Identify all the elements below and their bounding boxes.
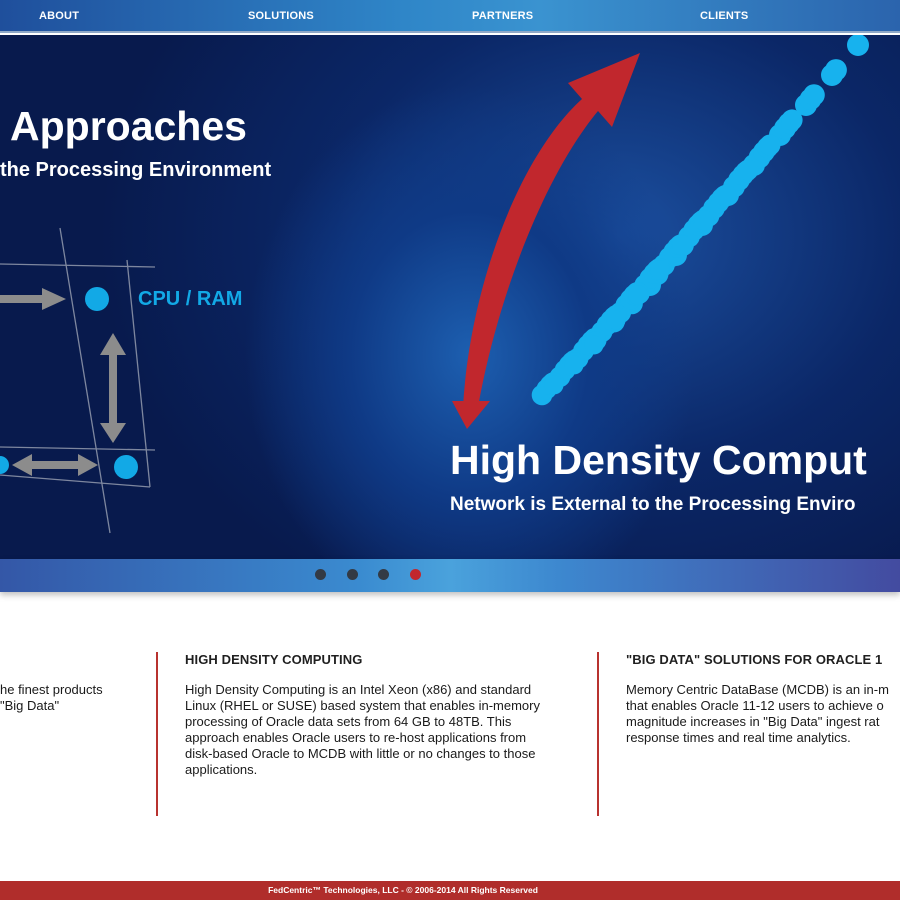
cpu-ram-label: CPU / RAM — [138, 288, 243, 310]
big-data-text: Memory Centric DataBase (MCDB) is an in-… — [626, 682, 889, 745]
top-navigation: ABOUT SOLUTIONS PARTNERS CLIENTS — [0, 0, 900, 33]
density-dot — [781, 109, 803, 131]
copyright-text: FedCentric™ Technologies, LLC - © 2006-2… — [268, 885, 538, 895]
slider-dot-1[interactable] — [315, 569, 326, 580]
high-density-text: High Density Computing is an Intel Xeon … — [185, 682, 540, 777]
density-dot — [606, 310, 626, 330]
density-dot — [737, 159, 759, 181]
high-density-heading: HIGH DENSITY COMPUTING — [185, 652, 363, 667]
density-dot-field — [531, 35, 869, 406]
big-data-heading: "BIG DATA" SOLUTIONS FOR ORACLE 1 — [626, 652, 883, 667]
column-divider — [156, 652, 158, 816]
density-dot — [650, 260, 670, 280]
hero-right-title: High Density Comput — [450, 437, 867, 483]
density-dot — [544, 375, 564, 395]
density-dot — [825, 59, 847, 81]
slider-dot-2[interactable] — [347, 569, 358, 580]
slider-dot-4-active[interactable] — [410, 569, 421, 580]
grid-lines — [0, 227, 156, 534]
density-dot — [715, 184, 737, 206]
density-dot — [847, 35, 869, 56]
density-dot — [693, 209, 715, 231]
hero-graphic — [0, 35, 869, 534]
density-dot — [628, 285, 648, 305]
nav-item-solutions[interactable]: SOLUTIONS — [248, 10, 314, 22]
density-dot — [759, 134, 781, 156]
density-dot — [803, 84, 825, 106]
hero-left-title: Approaches — [10, 103, 247, 149]
hero-left-subtitle: the Processing Environment — [0, 159, 272, 181]
footer: FedCentric™ Technologies, LLC - © 2006-2… — [0, 881, 900, 900]
nav-item-clients[interactable]: CLIENTS — [700, 10, 749, 22]
density-dot — [672, 235, 692, 255]
node-dot — [0, 456, 9, 474]
red-curved-arrow — [452, 53, 640, 429]
cpu-node-dot — [85, 287, 109, 311]
node-dot — [114, 455, 138, 479]
slider-dot-3[interactable] — [378, 569, 389, 580]
grid-arrows — [0, 288, 126, 476]
density-dot — [584, 335, 604, 355]
hero-slide: Approaches the Processing Environment CP… — [0, 35, 900, 559]
column-divider — [597, 652, 599, 816]
left-column-text: he finest products "Big Data" — [0, 682, 103, 713]
hero-right-subtitle: Network is External to the Processing En… — [450, 494, 856, 515]
density-dot — [564, 355, 584, 375]
nav-item-partners[interactable]: PARTNERS — [472, 10, 534, 22]
nav-item-about[interactable]: ABOUT — [39, 10, 80, 22]
slider-pagination — [0, 559, 900, 592]
